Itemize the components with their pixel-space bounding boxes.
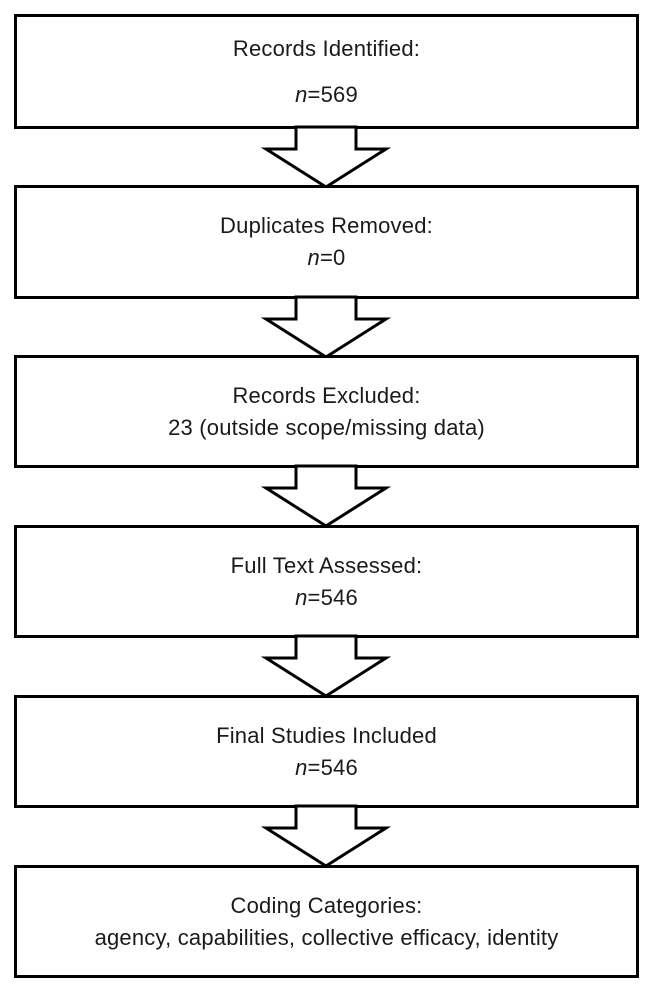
step-duplicates-removed: Duplicates Removed: n=0 <box>14 185 639 299</box>
step-final-studies-included: Final Studies Included n=546 <box>14 695 639 808</box>
step-coding-categories: Coding Categories: agency, capabilities,… <box>14 865 639 978</box>
n-label: n <box>295 584 308 610</box>
n-value: =546 <box>307 584 358 610</box>
down-arrow-icon <box>260 295 392 359</box>
down-arrow-icon <box>260 464 392 528</box>
step-full-text-assessed: Full Text Assessed: n=546 <box>14 525 639 638</box>
step-detail: 23 (outside scope/missing data) <box>168 414 485 440</box>
step-count: n=546 <box>295 752 358 784</box>
n-label: n <box>295 754 308 780</box>
n-label: n <box>295 81 308 107</box>
down-arrow-icon <box>260 804 392 868</box>
down-arrow-icon <box>260 634 392 698</box>
n-label: n <box>307 245 320 270</box>
step-count: n=546 <box>295 582 358 614</box>
step-title: Coding Categories: <box>230 892 423 918</box>
step-title: Records Identified: <box>232 35 421 61</box>
step-records-identified: Records Identified: n=569 <box>14 14 639 129</box>
down-arrow-icon <box>260 125 392 189</box>
n-value: =546 <box>307 754 358 780</box>
step-count: n=0 <box>308 242 346 274</box>
step-title: Full Text Assessed: <box>230 552 423 578</box>
n-value: =0 <box>319 245 346 270</box>
step-title: Final Studies Included <box>216 722 437 748</box>
n-value: =569 <box>307 81 358 107</box>
step-count: n=569 <box>295 79 358 111</box>
step-records-excluded: Records Excluded: 23 (outside scope/miss… <box>14 355 639 468</box>
step-title: Duplicates Removed: <box>220 213 433 238</box>
step-title: Records Excluded: <box>232 382 421 408</box>
step-detail: agency, capabilities, collective efficac… <box>94 924 559 950</box>
